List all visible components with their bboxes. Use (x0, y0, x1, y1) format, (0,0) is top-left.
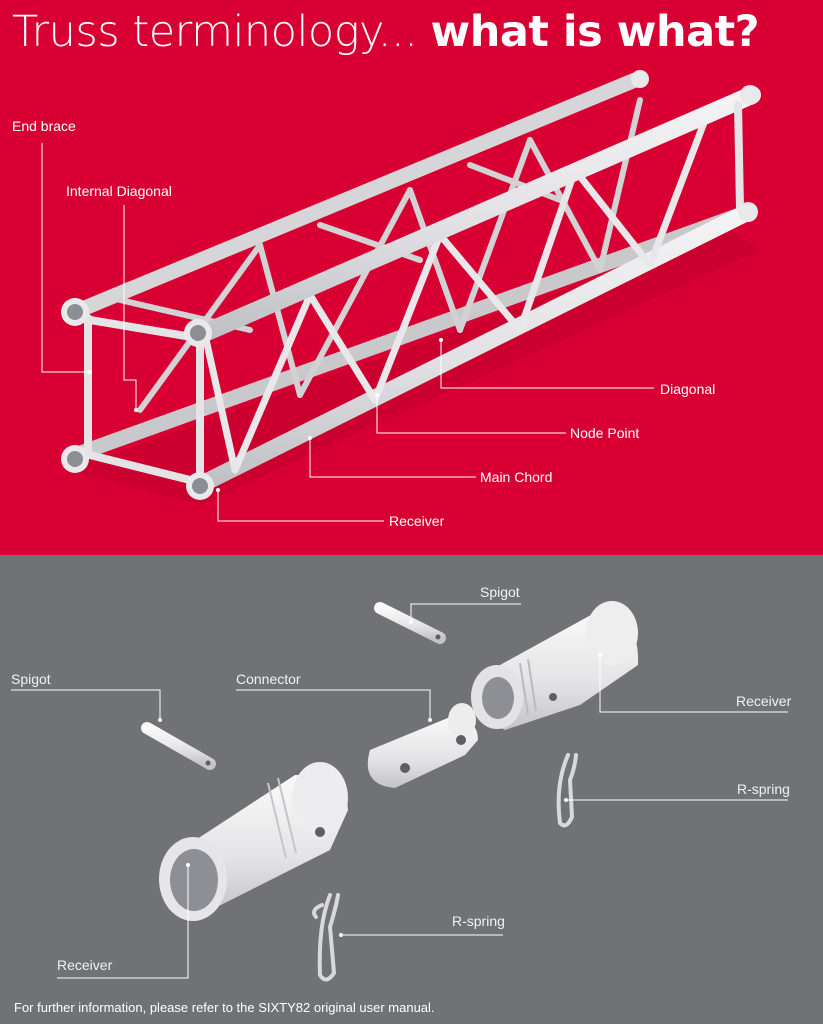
receiver-bottom (159, 762, 348, 921)
connector (367, 703, 478, 788)
label-main-chord: Main Chord (480, 469, 553, 485)
tube-ends (61, 70, 760, 500)
label-r-spring-right: R-spring (737, 781, 790, 797)
footer-note: For further information, please refer to… (14, 1000, 435, 1015)
label-spigot-left: Spigot (11, 671, 51, 687)
parts-callout-dots (158, 620, 602, 937)
label-receiver-right: Receiver (736, 693, 792, 709)
spigot-left (141, 722, 216, 770)
label-receiver-bottom: Receiver (57, 957, 113, 973)
label-receiver: Receiver (389, 513, 445, 529)
main-chord-back-bottom (67, 205, 753, 463)
r-spring-right (556, 753, 578, 828)
r-spring-bottom (312, 893, 340, 982)
parts-callout-lines (11, 603, 788, 979)
callout-dots (88, 338, 443, 492)
page-title: Truss terminology... what is what? (12, 2, 760, 62)
truss-panel: Truss terminology... what is what? (0, 0, 823, 555)
title-light: Truss terminology... (12, 7, 431, 57)
diagonals (201, 116, 709, 474)
label-connector: Connector (236, 671, 301, 687)
internal-diagonals (117, 97, 643, 413)
title-bold: what is what? (430, 7, 760, 57)
main-chord-front-top (191, 86, 761, 344)
label-internal-diagonal: Internal Diagonal (66, 183, 172, 199)
label-end-brace: End brace (12, 118, 76, 134)
truss-callout-lines (41, 143, 654, 522)
label-spigot-top: Spigot (480, 584, 520, 600)
label-diagonal: Diagonal (660, 381, 716, 397)
truss-illustration (41, 70, 761, 522)
main-chord-back-top (67, 70, 648, 320)
parts-panel: Spigot Spigot Connector Receiver R-sprin… (0, 555, 823, 1024)
main-chord-front-bottom (191, 203, 757, 494)
end-braces (84, 101, 744, 486)
parts-illustration (11, 601, 788, 982)
label-r-spring-bottom: R-spring (452, 913, 505, 929)
label-node-point: Node Point (570, 425, 640, 441)
receiver-right (471, 601, 639, 730)
